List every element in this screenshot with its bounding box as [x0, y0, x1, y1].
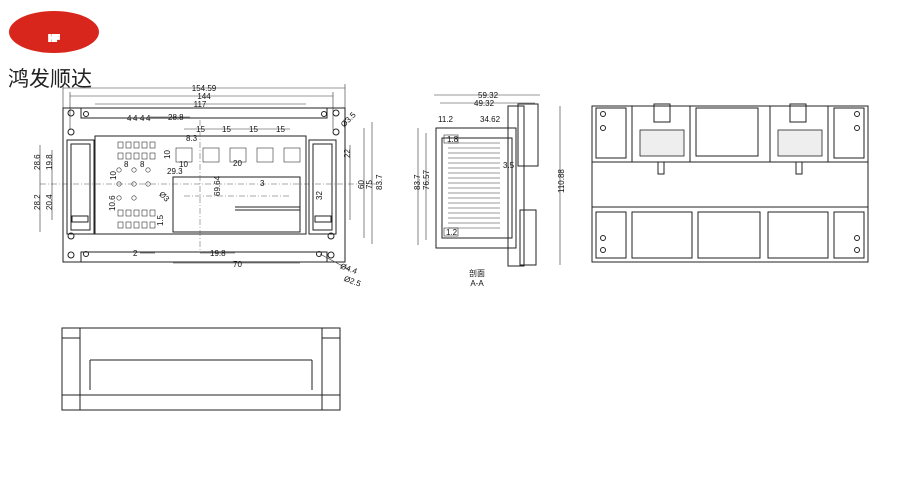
- dim-pitch-15: 15: [196, 125, 205, 134]
- dim-8b: 8: [140, 160, 145, 169]
- dim-110-88: 110.88: [557, 169, 566, 193]
- dim-1-8: 1.8: [447, 135, 459, 144]
- dim-hole-4-4: Ø4.4: [339, 262, 359, 277]
- dim-76-57: 76.57: [422, 169, 431, 190]
- side-view: 59.32 49.32 11.2 34.62 1.8 3.5 1.2 83.7 …: [413, 91, 566, 288]
- dim-2: 2: [133, 249, 138, 258]
- brand-logo: HF: [9, 11, 99, 53]
- dim-10-h: 10: [163, 150, 172, 159]
- dim-83-7-side: 83.7: [413, 174, 422, 190]
- svg-text:HF: HF: [49, 34, 60, 43]
- brand-name: 鸿发顺达: [8, 67, 92, 91]
- dim-10-v: 10: [109, 171, 118, 180]
- dim-28-2: 28.2: [33, 194, 42, 210]
- dim-pitch-4: 4: [127, 114, 132, 123]
- dim-10-6: 10.6: [108, 195, 117, 211]
- dim-11-2: 11.2: [438, 115, 454, 124]
- dim-22: 22: [343, 149, 352, 158]
- dim-32: 32: [315, 191, 324, 200]
- dim-pitch-4: 4: [146, 114, 151, 123]
- dim-overall-width: 154.59: [192, 84, 217, 93]
- dim-pitch-15: 15: [276, 125, 285, 134]
- dim-1-2: 1.2: [446, 228, 458, 237]
- dim-hole-2-5: Ø2.5: [343, 274, 363, 289]
- dim-hole-3: Ø3: [157, 190, 171, 204]
- dim-75: 75: [365, 180, 374, 189]
- dim-8a: 8: [124, 160, 129, 169]
- section-caption: 剖面: [469, 268, 485, 278]
- dim-hole-pitch: 144: [197, 92, 211, 101]
- dim-pitch-4: 4: [133, 114, 138, 123]
- dim-hole-3-5: Ø3.5: [339, 110, 358, 129]
- dim-29-3: 29.3: [167, 167, 183, 176]
- dim-70: 70: [233, 260, 242, 269]
- dim-pitch-4: 4: [140, 114, 145, 123]
- dim-19-8-v: 19.8: [45, 154, 54, 170]
- dim-28-8: 28.8: [168, 113, 184, 122]
- dim-3-5: 3.5: [503, 161, 515, 170]
- bottom-view: [61, 327, 341, 411]
- back-view: [591, 103, 869, 263]
- dim-83-7: 83.7: [375, 174, 384, 190]
- dim-10-w: 10: [179, 160, 188, 169]
- dim-59-32: 59.32: [478, 91, 499, 100]
- dim-pitch-15: 15: [222, 125, 231, 134]
- dim-19-8: 19.8: [210, 249, 226, 258]
- dim-69-64: 69.64: [213, 175, 222, 196]
- dim-20-4: 20.4: [45, 194, 54, 210]
- dim-8-3: 8.3: [186, 134, 198, 143]
- dim-pitch-15: 15: [249, 125, 258, 134]
- dim-34-62: 34.62: [480, 115, 501, 124]
- dim-20: 20: [233, 159, 242, 168]
- front-view: 154.59 144 117: [33, 84, 384, 289]
- dim-28-6: 28.6: [33, 154, 42, 170]
- section-label: A-A: [470, 279, 484, 288]
- dim-60: 60: [357, 180, 366, 189]
- dim-inner-width: 117: [194, 100, 207, 109]
- dim-1-5: 1.5: [156, 214, 165, 226]
- dim-3: 3: [260, 179, 265, 188]
- dim-49-32: 49.32: [474, 99, 495, 108]
